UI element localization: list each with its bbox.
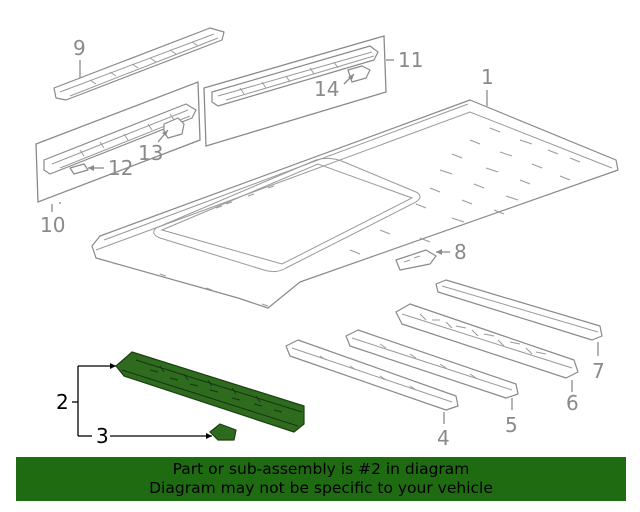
callout-2: 2: [56, 390, 69, 414]
highlighted-header-part-2: [115, 351, 305, 433]
callout-12: 12: [108, 156, 133, 180]
callout-9: 9: [73, 36, 86, 60]
callout-11: 11: [398, 48, 423, 72]
callout-7: 7: [592, 359, 605, 383]
bow-part-5: [345, 329, 519, 399]
bow-part-6: [395, 303, 579, 379]
clip-part-8: [395, 249, 437, 271]
callout-8: 8: [454, 240, 467, 264]
callout-7-leader: 7: [592, 342, 605, 383]
rail-part-9: [53, 27, 225, 101]
callout-2-bracket: 2: [56, 363, 116, 436]
callout-6: 6: [566, 391, 579, 415]
part-info-banner: Part or sub-assembly is #2 in diagram Di…: [16, 457, 626, 501]
group-box-10: [35, 81, 201, 204]
banner-line-1: Part or sub-assembly is #2 in diagram: [172, 460, 470, 478]
callout-4-leader: 4: [437, 412, 450, 450]
callout-14: 14: [314, 77, 339, 101]
callout-14-leader: 14: [314, 73, 355, 101]
callout-1-leader: 1: [481, 65, 494, 106]
banner-line-2: Diagram may not be specific to your vehi…: [149, 479, 493, 497]
bow-part-4: [285, 339, 459, 411]
callout-10: 10: [40, 213, 65, 237]
callout-5: 5: [505, 413, 518, 437]
bracket-part-14: [347, 65, 371, 83]
callout-5-leader: 5: [505, 398, 518, 437]
callout-1: 1: [481, 65, 494, 89]
callout-12-leader: 12: [88, 156, 133, 180]
callout-6-leader: 6: [566, 380, 579, 415]
bracket-part-3: [209, 423, 237, 441]
callout-13-leader: 13: [138, 129, 169, 165]
clip-part-12: [69, 163, 89, 175]
callout-8-leader: 8: [436, 240, 467, 264]
callout-10-leader: 10: [40, 204, 65, 237]
callout-3-leader: 3: [78, 424, 212, 448]
group-box-11: [203, 35, 387, 147]
rail-part-7: [435, 279, 603, 341]
callout-4: 4: [437, 426, 450, 450]
callout-9-leader: 9: [73, 36, 86, 78]
roof-panel: [91, 99, 619, 309]
banner-background: [16, 457, 626, 501]
callout-3: 3: [96, 424, 109, 448]
callout-13: 13: [138, 141, 163, 165]
callout-11-leader: 11: [386, 48, 423, 72]
